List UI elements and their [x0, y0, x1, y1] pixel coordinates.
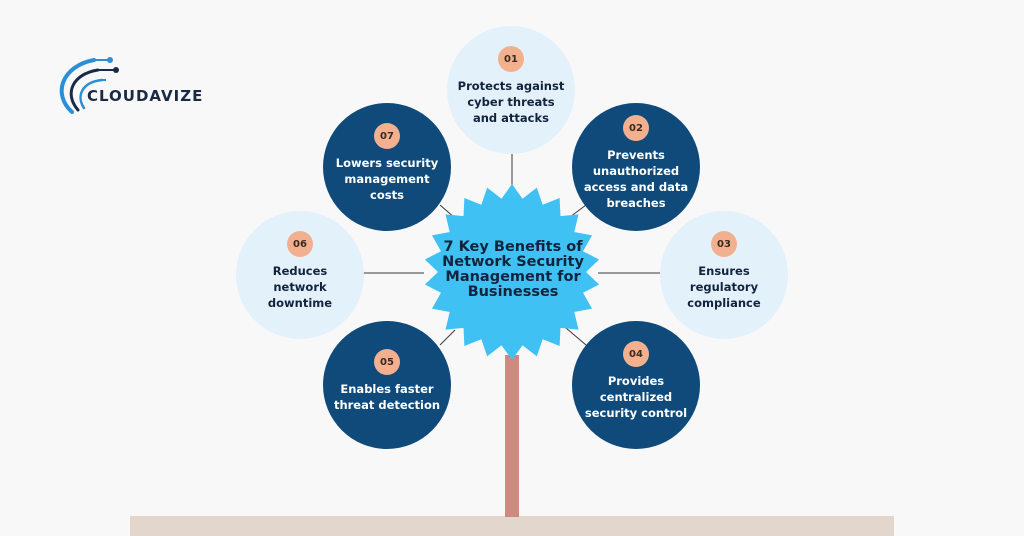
flower-stem — [505, 355, 519, 517]
ground — [130, 516, 894, 536]
benefit-number: 07 — [374, 123, 400, 149]
benefit-number: 02 — [623, 115, 649, 141]
benefit-node-03: 03 Ensures regulatory compliance — [660, 211, 788, 339]
brand-logo: CLOUDAVIZE — [50, 54, 204, 114]
benefit-node-02: 02 Prevents unauthorized access and data… — [572, 103, 700, 231]
benefit-node-06: 06 Reduces network downtime — [236, 211, 364, 339]
benefit-node-04: 04 Provides centralized security control — [572, 321, 700, 449]
cloud-circuit-icon — [59, 57, 119, 114]
center-title: 7 Key Benefits of Network Security Manag… — [442, 239, 584, 300]
benefit-label: Provides centralized security control — [584, 374, 688, 420]
benefit-label: Lowers security management costs — [335, 156, 439, 202]
benefit-label: Ensures regulatory compliance — [687, 264, 761, 310]
brand-name: CLOUDAVIZE — [87, 87, 204, 105]
benefit-number: 04 — [623, 341, 649, 367]
benefit-node-01: 01 Protects against cyber threats and at… — [447, 26, 575, 154]
benefit-label: Enables faster threat detection — [333, 382, 441, 412]
benefit-node-05: 05 Enables faster threat detection — [323, 321, 451, 449]
benefit-label: Prevents unauthorized access and data br… — [583, 148, 689, 210]
benefit-number: 06 — [287, 231, 313, 257]
benefit-number: 03 — [711, 231, 737, 257]
benefit-number: 01 — [498, 46, 524, 72]
benefit-node-07: 07 Lowers security management costs — [323, 103, 451, 231]
benefit-number: 05 — [374, 349, 400, 375]
benefit-label: Reduces network downtime — [267, 264, 333, 310]
benefit-label: Protects against cyber threats and attac… — [457, 79, 565, 125]
